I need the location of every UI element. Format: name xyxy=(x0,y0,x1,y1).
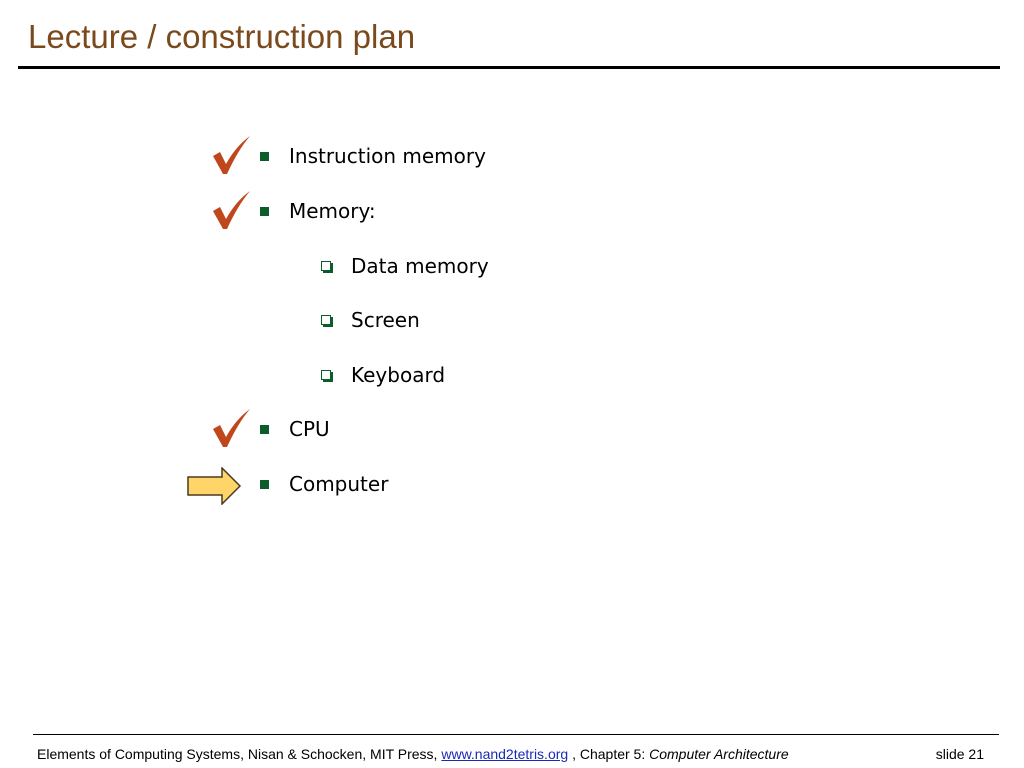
bullet-hollow-square-icon xyxy=(321,370,331,380)
bullet-text: Screen xyxy=(351,308,420,332)
bullet-text: CPU xyxy=(289,417,330,441)
bullet-item: Memory: xyxy=(260,196,376,226)
slide-title: Lecture / construction plan xyxy=(28,18,416,55)
footer-source: Elements of Computing Systems, Nisan & S… xyxy=(37,746,438,762)
check-icon xyxy=(213,409,250,447)
bullet-square-icon xyxy=(260,206,269,216)
sub-bullet-item: Data memory xyxy=(321,251,489,281)
bullet-text: Data memory xyxy=(351,254,489,278)
bullet-item: Instruction memory xyxy=(260,141,486,171)
bullet-square-icon xyxy=(260,479,269,489)
footer-chapter: , Chapter 5: xyxy=(572,746,646,762)
bullet-item: Computer xyxy=(260,469,388,499)
bullet-square-icon xyxy=(260,151,269,161)
check-icon xyxy=(213,191,250,229)
bullet-item: CPU xyxy=(260,414,330,444)
footer-link[interactable]: www.nand2tetris.org xyxy=(441,746,569,762)
bullet-text: Instruction memory xyxy=(289,144,486,168)
footer-chapter-title: Computer Architecture xyxy=(649,746,789,762)
slide-number: slide 21 xyxy=(935,746,984,762)
bullet-list: Instruction memory Memory: Data memory S… xyxy=(187,136,489,505)
bullet-square-icon xyxy=(260,424,269,434)
check-icon xyxy=(213,136,250,174)
footer-divider xyxy=(33,734,999,735)
bullet-hollow-square-icon xyxy=(321,315,331,325)
sub-bullet-item: Screen xyxy=(321,305,420,335)
bullet-text: Keyboard xyxy=(351,363,446,387)
title-divider xyxy=(18,66,1000,69)
bullet-text: Computer xyxy=(289,472,389,496)
footer-citation: Elements of Computing Systems, Nisan & S… xyxy=(37,746,789,762)
bullet-text: Memory: xyxy=(289,199,376,223)
right-arrow-icon xyxy=(187,467,242,505)
bullet-hollow-square-icon xyxy=(321,261,331,271)
sub-bullet-item: Keyboard xyxy=(321,360,445,390)
